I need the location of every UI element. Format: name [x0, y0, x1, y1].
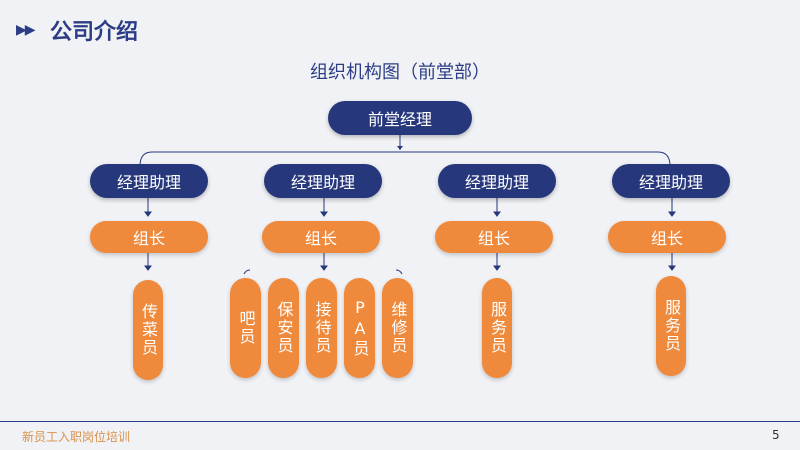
footer-text: 新员工入职岗位培训 [22, 430, 131, 444]
arrow-head [144, 265, 152, 271]
leader-node-2: 组长 [262, 221, 380, 253]
arrow-head [144, 211, 152, 217]
staff-node: 传菜员 [133, 280, 163, 380]
arrow-head [668, 211, 676, 217]
staff-label: 服务员 [488, 301, 507, 355]
connector-curve [243, 269, 251, 275]
root-node: 前堂经理 [328, 101, 472, 135]
connector-bracket [139, 151, 671, 167]
assistant-node-4: 经理助理 [612, 164, 730, 198]
staff-label: 维修员 [388, 301, 408, 355]
staff-node: 接待员 [306, 278, 337, 378]
assistant-node-1: 经理助理 [90, 164, 208, 198]
staff-node: 服务员 [656, 276, 686, 376]
leader-node-4: 组长 [608, 221, 726, 253]
assistant-node-3: 经理助理 [438, 164, 556, 198]
page-title: 公司介绍 [50, 20, 139, 45]
staff-label: 保安员 [274, 301, 294, 355]
arrow-head [320, 265, 328, 271]
staff-label: 接待员 [312, 301, 332, 355]
assistant-node-2: 经理助理 [264, 164, 382, 198]
staff-label: 传菜员 [139, 303, 158, 357]
arrow-head [493, 211, 501, 217]
staff-node: 服务员 [482, 278, 512, 378]
leader-node-1: 组长 [90, 221, 208, 253]
footer-divider [0, 421, 800, 422]
staff-label: PA员 [350, 298, 370, 358]
chart-title: 组织机构图（前堂部） [310, 62, 490, 83]
staff-node: 保安员 [268, 278, 299, 378]
staff-node: 维修员 [382, 278, 413, 378]
staff-label: 吧员 [236, 310, 256, 346]
staff-node: 吧员 [230, 278, 261, 378]
connector-curve [395, 269, 403, 275]
arrow-head [668, 265, 676, 271]
leader-node-3: 组长 [435, 221, 553, 253]
staff-node: PA员 [344, 278, 375, 378]
arrow-head [397, 146, 403, 150]
staff-label: 服务员 [662, 299, 681, 353]
arrow-head [320, 211, 328, 217]
page-number: 5 [772, 428, 780, 442]
double-arrow-icon: ▶▶ [16, 22, 35, 38]
arrow-head [493, 265, 501, 271]
